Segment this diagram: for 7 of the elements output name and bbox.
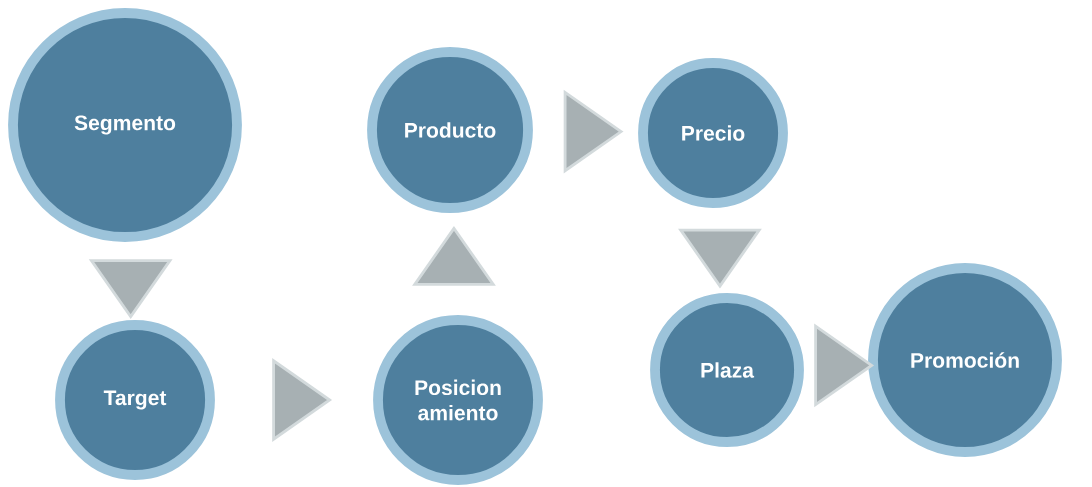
circle-node: Segmento xyxy=(8,8,242,242)
circle-node: Promoción xyxy=(868,263,1062,457)
circle-node: Plaza xyxy=(650,293,804,447)
circle-node: Precio xyxy=(638,58,788,208)
circle-node: Producto xyxy=(367,47,533,213)
circle-node: Posicion amiento xyxy=(373,315,543,485)
circle-node: Target xyxy=(55,320,215,480)
